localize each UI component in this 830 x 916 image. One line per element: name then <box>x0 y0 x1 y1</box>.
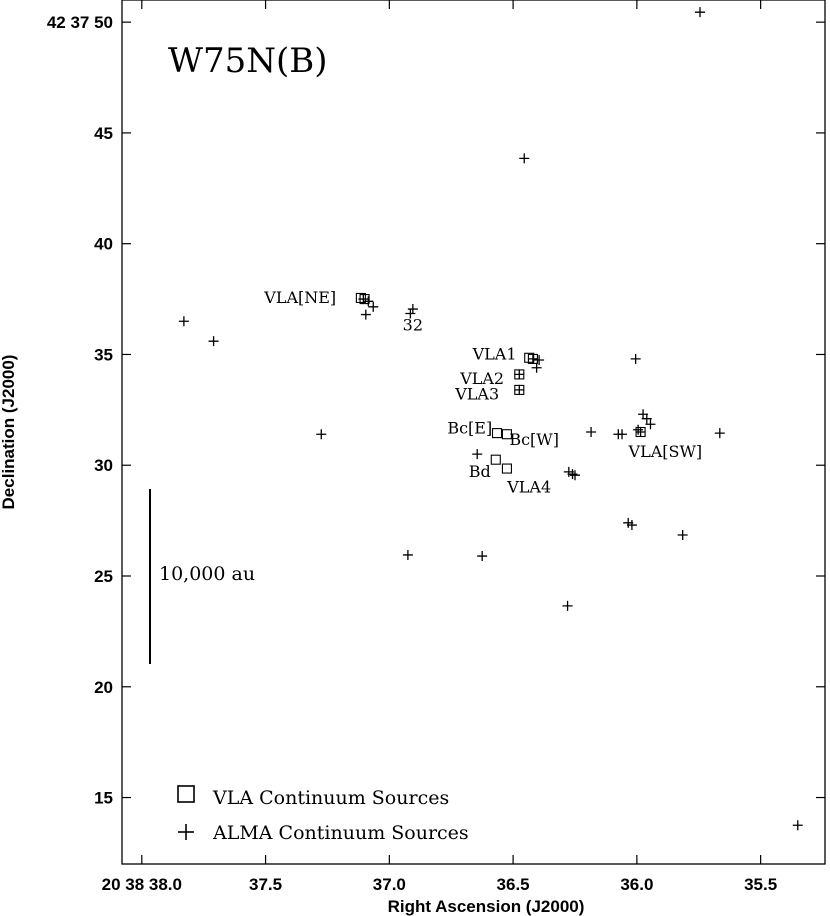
alma-source-marker <box>531 362 542 373</box>
legend-label-alma: ALMA Continuum Sources <box>212 822 469 844</box>
alma-source-marker <box>514 369 525 380</box>
y-tick-label: 25 <box>94 567 113 586</box>
vla-source-marker <box>501 463 512 474</box>
y-tick-label: 35 <box>94 345 113 364</box>
source-label: Bc[W] <box>509 430 559 449</box>
alma-source-marker <box>645 419 656 430</box>
alma-source-marker <box>316 429 327 440</box>
source-label: VLA[SW] <box>628 442 703 461</box>
legend-label-vla: VLA Continuum Sources <box>212 787 449 809</box>
alma-source-marker <box>477 551 488 562</box>
vla-source-marker <box>355 292 366 304</box>
x-tick-label: 37.0 <box>373 875 406 894</box>
legend-square-icon <box>177 785 195 803</box>
vla-source-marker <box>490 454 501 465</box>
alma-source-marker <box>617 429 628 440</box>
alma-source-marker <box>714 428 725 439</box>
alma-source-marker <box>527 353 538 364</box>
source-label: 32 <box>403 316 423 335</box>
alma-source-marker <box>472 449 483 460</box>
alma-source-marker <box>641 413 652 424</box>
alma-source-marker <box>405 308 416 319</box>
x-tick-label: 36.5 <box>497 875 530 894</box>
y-axis-title: Declination (J2000) <box>0 355 18 510</box>
alma-source-marker <box>792 820 803 831</box>
alma-source-marker <box>514 384 525 395</box>
y-tick-label: 42 37 50 <box>47 13 113 32</box>
alma-source-marker <box>586 427 597 437</box>
x-axis-title: Right Ascension (J2000) <box>388 897 585 916</box>
source-label: VLA2 <box>459 369 504 388</box>
x-tick-label: 36.0 <box>620 875 653 894</box>
y-ticks: 42 37 50 45 40 35 30 25 20 15 <box>47 13 825 808</box>
vla-source-marker <box>524 352 535 363</box>
alma-source-marker <box>402 549 413 560</box>
y-tick-label: 20 <box>94 678 113 697</box>
alma-source-marker <box>562 600 573 611</box>
alma-source-marker <box>360 309 371 320</box>
data-layer <box>178 7 803 831</box>
alma-source-marker <box>358 294 369 305</box>
alma-source-marker <box>567 469 578 480</box>
source-label: Bd <box>469 462 491 481</box>
alma-source-marker <box>633 424 644 435</box>
alma-source-marker <box>208 336 219 347</box>
source-label: VLA3 <box>454 384 499 403</box>
alma-source-marker <box>178 316 189 327</box>
alma-source-marker <box>677 530 688 541</box>
alma-source-marker <box>630 353 641 364</box>
alma-source-marker <box>626 520 637 531</box>
alma-source-marker <box>569 470 580 481</box>
legend: VLA Continuum Sources ALMA Continuum Sou… <box>177 785 469 844</box>
x-tick-label: 37.5 <box>249 875 282 894</box>
alma-source-marker <box>519 153 530 164</box>
alma-source-marker <box>368 301 379 312</box>
alma-source-marker <box>534 355 545 365</box>
x-tick-label: 35.5 <box>744 875 777 894</box>
alma-source-marker <box>694 7 705 18</box>
alma-source-marker <box>407 304 418 315</box>
vla-source-marker <box>491 428 503 439</box>
source-label: VLA4 <box>506 477 551 496</box>
y-tick-label: 15 <box>94 789 113 808</box>
y-tick-label: 40 <box>94 235 113 254</box>
chart-title: W75N(B) <box>168 41 327 81</box>
x-tick-label: 20 38 38.0 <box>102 875 182 894</box>
source-label: VLA[NE] <box>263 288 336 307</box>
alma-source-marker <box>363 296 374 307</box>
source-label: VLA1 <box>472 344 517 363</box>
plot-frame <box>121 0 826 865</box>
vla-source-marker <box>501 429 512 440</box>
scale-bar-label: 10,000 au <box>159 563 255 585</box>
y-tick-label: 45 <box>94 124 113 143</box>
y-tick-label: 30 <box>94 456 113 475</box>
alma-source-marker <box>635 427 646 437</box>
x-ticks: 20 38 38.0 37.5 37.0 36.5 36.0 35.5 <box>102 0 777 894</box>
source-label: Bc[E] <box>447 419 492 438</box>
